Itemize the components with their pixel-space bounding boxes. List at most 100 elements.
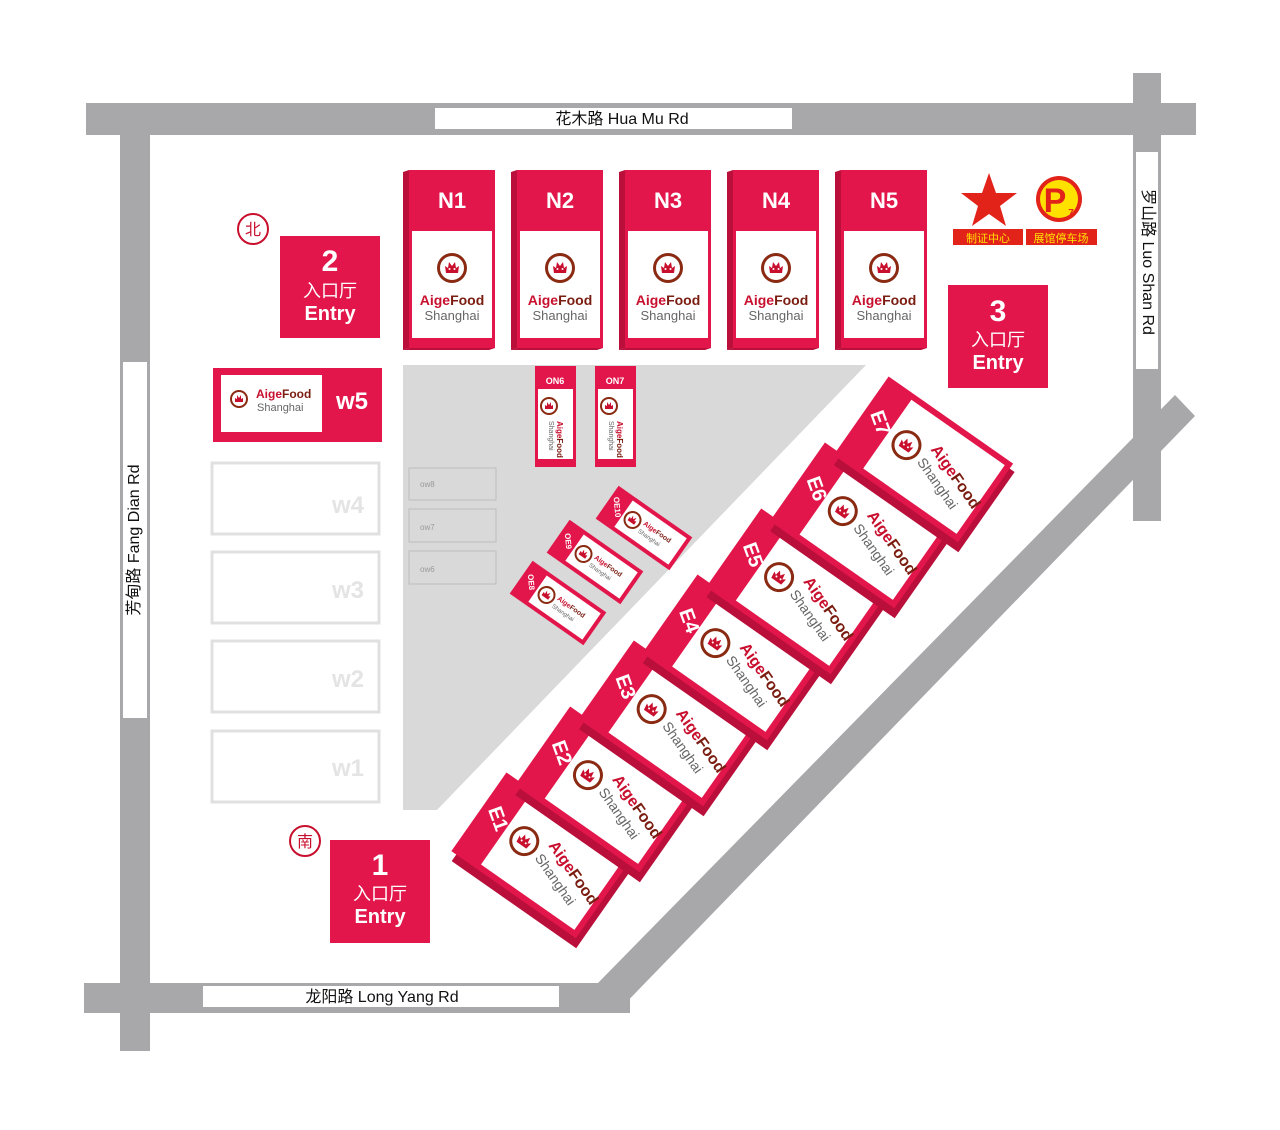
city-text: Shanghai [749, 308, 804, 323]
hall-label: N2 [546, 188, 574, 213]
outdoor-west-spots: ow8 ow7 ow6 [408, 467, 497, 585]
entry-number: 1 [372, 849, 389, 882]
logo-icon [869, 253, 899, 283]
city-text: Shanghai [857, 308, 912, 323]
hall-label: N1 [438, 188, 466, 213]
outdoor-east-halls: OE8AigeFoodShanghaiOE9AigeFoodShanghaiOE… [509, 485, 693, 646]
north-road-label: 花木路 Hua Mu Rd [555, 110, 688, 128]
south-road-label-bg [203, 986, 559, 1007]
brand-text: AigeFood [615, 421, 624, 458]
outdoor-spot[interactable] [408, 550, 497, 585]
hall-w1[interactable] [210, 729, 381, 804]
parking-number: 7 [1068, 208, 1074, 219]
hall-label: ON7 [606, 376, 625, 386]
south-road-label: 龙阳路 Long Yang Rd [305, 988, 458, 1006]
parking-letter: P [1044, 182, 1067, 220]
outdoor-spot[interactable] [408, 467, 497, 501]
hall-label: N5 [870, 188, 898, 213]
parking-label: 展馆停车场 [1034, 231, 1089, 245]
entry-number: 2 [322, 245, 339, 278]
south-marker: 南 [289, 825, 321, 857]
hall-label: ON6 [546, 376, 565, 386]
entry-cn: 入口厅 [353, 884, 407, 904]
brand-text: AigeFood [555, 421, 564, 458]
entry-3[interactable]: 3 入口厅 Entry [948, 285, 1048, 388]
hall-w3[interactable] [210, 550, 381, 625]
north-marker-text: 北 [245, 221, 261, 239]
parking-lot[interactable]: P 7 展馆停车场 [1026, 176, 1097, 245]
entry-en: Entry [304, 303, 356, 325]
city-text: Shanghai [547, 421, 554, 451]
entry-en: Entry [354, 906, 406, 928]
south-marker-text: 南 [297, 833, 313, 851]
outdoor-spot-label: ow6 [420, 565, 435, 574]
city-text: Shanghai [533, 308, 588, 323]
east-road-label: 罗山路 Luo Shan Rd [1139, 189, 1157, 335]
brand-text: AigeFood [636, 292, 701, 308]
entry-number: 3 [990, 295, 1007, 328]
logo-icon [540, 397, 558, 415]
entry-cn: 入口厅 [303, 281, 357, 301]
hall-label: N3 [654, 188, 682, 213]
hall-label: OE9 [563, 533, 573, 550]
north-marker: 北 [237, 213, 269, 245]
hall-label: w3 [331, 577, 364, 604]
north-halls: N1AigeFoodShanghaiN2AigeFoodShanghaiN3Ai… [403, 170, 927, 350]
hall-label: w5 [335, 388, 368, 415]
brand-text: AigeFood [420, 292, 485, 308]
logo-icon [545, 253, 575, 283]
city-text: Shanghai [425, 308, 480, 323]
hall-label: w2 [331, 666, 364, 693]
brand-text: AigeFood [744, 292, 809, 308]
hall-label: OE10 [612, 497, 623, 519]
hall-label: N4 [762, 188, 791, 213]
hall-w4[interactable] [210, 461, 381, 536]
entry-cn: 入口厅 [971, 330, 1025, 350]
badge-center[interactable]: 制证中心 [953, 173, 1023, 245]
parking-icon: P 7 [1036, 176, 1082, 222]
city-text: Shanghai [641, 308, 696, 323]
north-road-label-bg [435, 108, 792, 129]
entry-1[interactable]: 1 入口厅 Entry [330, 840, 430, 943]
hall-w2[interactable] [210, 639, 381, 714]
w5-city: Shanghai [257, 402, 304, 414]
logo-icon [600, 397, 618, 415]
hall-label: w4 [331, 492, 365, 519]
outdoor-spot-label: ow7 [420, 523, 435, 532]
outdoor-spot[interactable] [408, 508, 497, 543]
west-road-label: 芳甸路 Fang Dian Rd [125, 464, 143, 615]
central-plaza [403, 365, 866, 810]
hall-w5[interactable]: AigeFood Shanghai w5 [213, 368, 382, 442]
hall-label: w1 [331, 755, 364, 782]
badge-center-label: 制证中心 [966, 232, 1010, 245]
west-road-label-bg [123, 362, 147, 718]
west-inactive-halls: w4 w3 w2 w1 [210, 461, 381, 804]
entry-2[interactable]: 2 入口厅 Entry [280, 236, 380, 338]
logo-icon [437, 253, 467, 283]
east-road-label-bg [1136, 152, 1158, 369]
w5-brand: AigeFood [256, 387, 311, 401]
diagonal-road [596, 395, 1195, 1013]
star-icon [961, 173, 1017, 226]
city-text: Shanghai [607, 421, 614, 451]
hall-label: OE8 [526, 574, 536, 591]
